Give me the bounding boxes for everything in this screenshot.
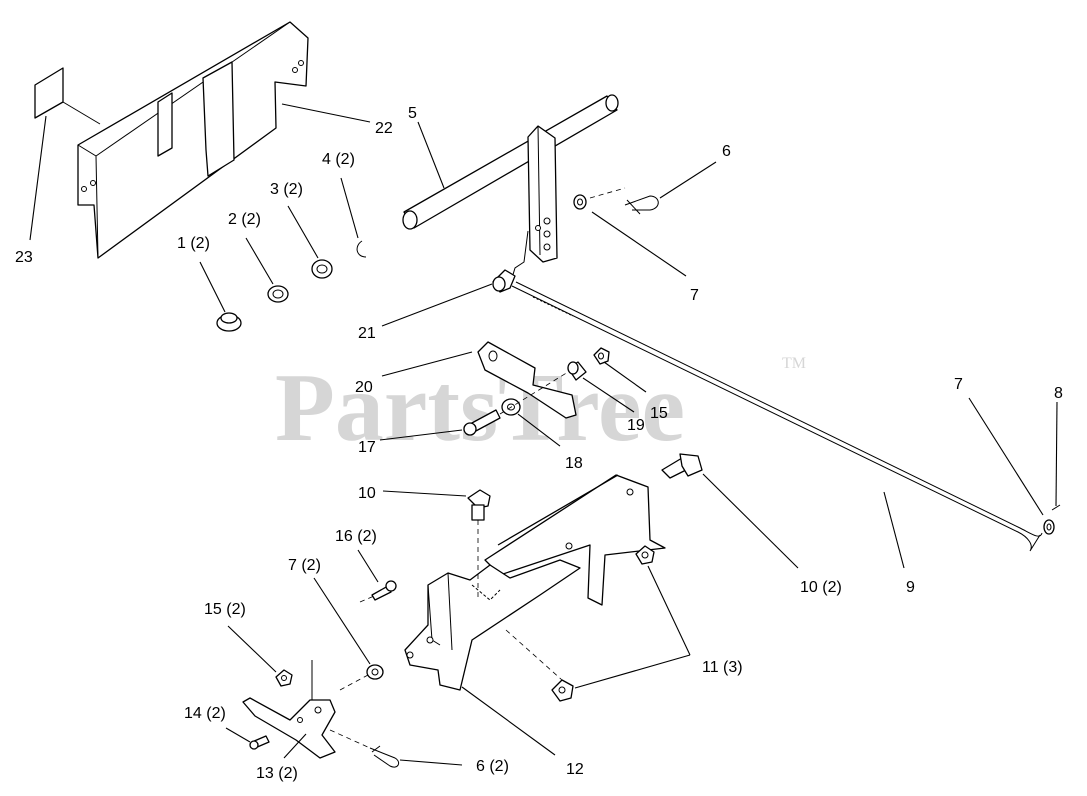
nut-part-11-lower [505, 629, 574, 702]
link-part-20 [477, 341, 577, 419]
callout-10-right: 10 (2) [800, 579, 842, 596]
callout-labels: 23 22 1 (2) 2 (2) 3 (2) 4 (2) 5 6 7 21 2… [15, 105, 1063, 782]
washer-part-7-rod-end [1043, 519, 1055, 535]
callout-1: 1 (2) [177, 235, 210, 252]
pin-part-8 [1051, 504, 1061, 511]
nut-part-15-lower [275, 669, 293, 687]
callout-15-lower: 15 (2) [204, 601, 246, 618]
callout-7-rod-end: 7 [954, 376, 963, 393]
callout-2: 2 (2) [228, 211, 261, 228]
callout-12: 12 [566, 761, 584, 778]
nut-part-15-upper [593, 347, 610, 365]
washer-part-7-upper [573, 194, 587, 210]
bracket-part-12 [404, 474, 666, 691]
callout-17: 17 [358, 439, 376, 456]
callout-8: 8 [1054, 385, 1063, 402]
hairpin-part-6-lower [329, 729, 400, 768]
lever-part-13 [242, 660, 336, 759]
callout-6-upper: 6 [722, 143, 731, 160]
bolt-part-17 [463, 371, 569, 436]
rod-part-9 [511, 281, 1043, 552]
callout-7-lower: 7 (2) [288, 557, 321, 574]
callout-20: 20 [355, 379, 373, 396]
callout-5: 5 [408, 105, 417, 122]
callout-18: 18 [565, 455, 583, 472]
watermark-trademark: TM [782, 355, 806, 372]
callout-6-lower: 6 (2) [476, 758, 509, 775]
nut-part-11-right [635, 545, 655, 565]
leader-lines [29, 103, 1058, 766]
bolt-part-14 [249, 735, 270, 750]
bolt-part-10 [467, 489, 491, 600]
clip-part-4 [356, 240, 367, 258]
callout-4: 4 (2) [322, 151, 355, 168]
callout-15-upper: 15 [650, 405, 668, 422]
shaft-part-5 [402, 94, 619, 279]
callout-3: 3 (2) [270, 181, 303, 198]
callout-9: 9 [906, 579, 915, 596]
callout-16: 16 (2) [335, 528, 377, 545]
bolt-part-10-right [661, 453, 703, 479]
callout-10: 10 [358, 485, 376, 502]
callout-23: 23 [15, 249, 33, 266]
callout-19: 19 [627, 417, 645, 434]
callout-13: 13 (2) [256, 765, 298, 782]
bolt-part-16 [359, 580, 397, 603]
decal-part-23 [34, 67, 101, 125]
callout-22: 22 [375, 120, 393, 137]
hairpin-part-6-upper [589, 187, 659, 215]
washer-part-7-lower [339, 664, 384, 691]
callout-11: 11 (3) [702, 659, 743, 676]
callout-14: 14 (2) [184, 705, 226, 722]
spacer-part-19 [567, 361, 587, 381]
washer-part-2 [267, 285, 289, 303]
washer-part-3 [311, 259, 333, 279]
callout-7-upper: 7 [690, 287, 699, 304]
panel-part-22 [77, 21, 309, 259]
callout-21: 21 [358, 325, 376, 342]
watermark-text: PartsTree [275, 354, 685, 462]
ferrule-part-21 [492, 269, 516, 293]
bushing-part-1 [216, 312, 242, 332]
